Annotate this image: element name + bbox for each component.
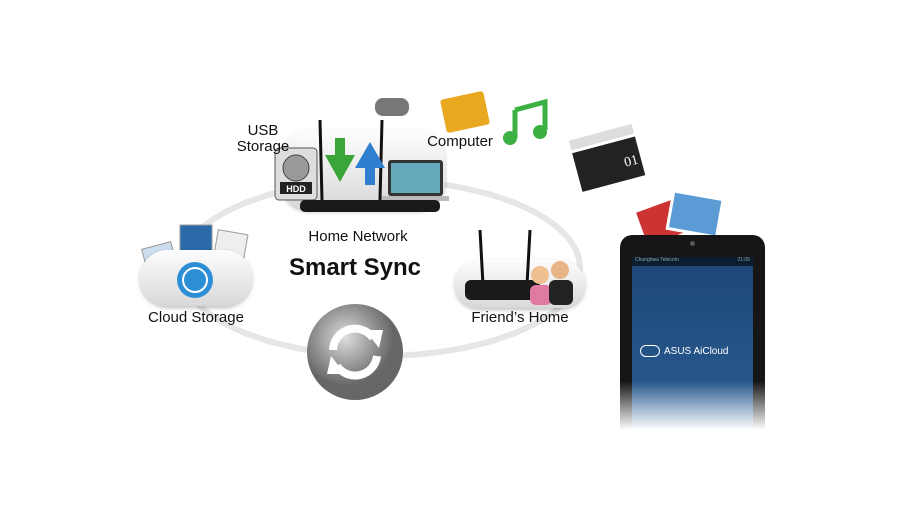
friends-home-label: Friend’s Home bbox=[471, 309, 569, 326]
music-note-icon bbox=[503, 98, 548, 145]
gamepad-icon bbox=[375, 98, 409, 116]
download-arrow-icon bbox=[325, 138, 355, 182]
tablet-screen: Chunghwa Telecom 21:05 ASUS AiCloud bbox=[632, 257, 753, 430]
photos-icon bbox=[636, 190, 725, 246]
clapperboard-icon: 01 bbox=[568, 123, 646, 192]
app-name: ASUS AiCloud bbox=[664, 345, 729, 357]
camera-icon bbox=[690, 241, 695, 246]
tablet: Chunghwa Telecom 21:05 ASUS AiCloud bbox=[620, 235, 765, 430]
home-network-label: Home Network bbox=[308, 228, 408, 245]
folder-icon bbox=[440, 91, 490, 133]
usb-storage-label: USB Storage bbox=[236, 122, 290, 155]
friend-router-people bbox=[465, 229, 573, 305]
smart-sync-title: Smart Sync bbox=[288, 254, 422, 281]
home-network-devices: HDD bbox=[274, 119, 449, 212]
sync-icon bbox=[307, 304, 403, 400]
status-bar: Chunghwa Telecom 21:05 bbox=[632, 257, 753, 266]
cloud-icon bbox=[640, 345, 660, 357]
upload-arrow-icon bbox=[355, 142, 385, 185]
svg-text:01: 01 bbox=[623, 153, 640, 171]
cloud-storage-label: Cloud Storage bbox=[148, 309, 244, 326]
media-icons: 01 bbox=[375, 91, 646, 192]
svg-text:HDD: HDD bbox=[286, 184, 306, 194]
aicloud-logo[interactable]: ASUS AiCloud bbox=[640, 345, 728, 357]
clock-text: 21:05 bbox=[737, 257, 750, 263]
computer-label: Computer bbox=[427, 133, 493, 150]
globe-sync-icon bbox=[177, 262, 213, 298]
carrier-text: Chunghwa Telecom bbox=[635, 257, 679, 263]
